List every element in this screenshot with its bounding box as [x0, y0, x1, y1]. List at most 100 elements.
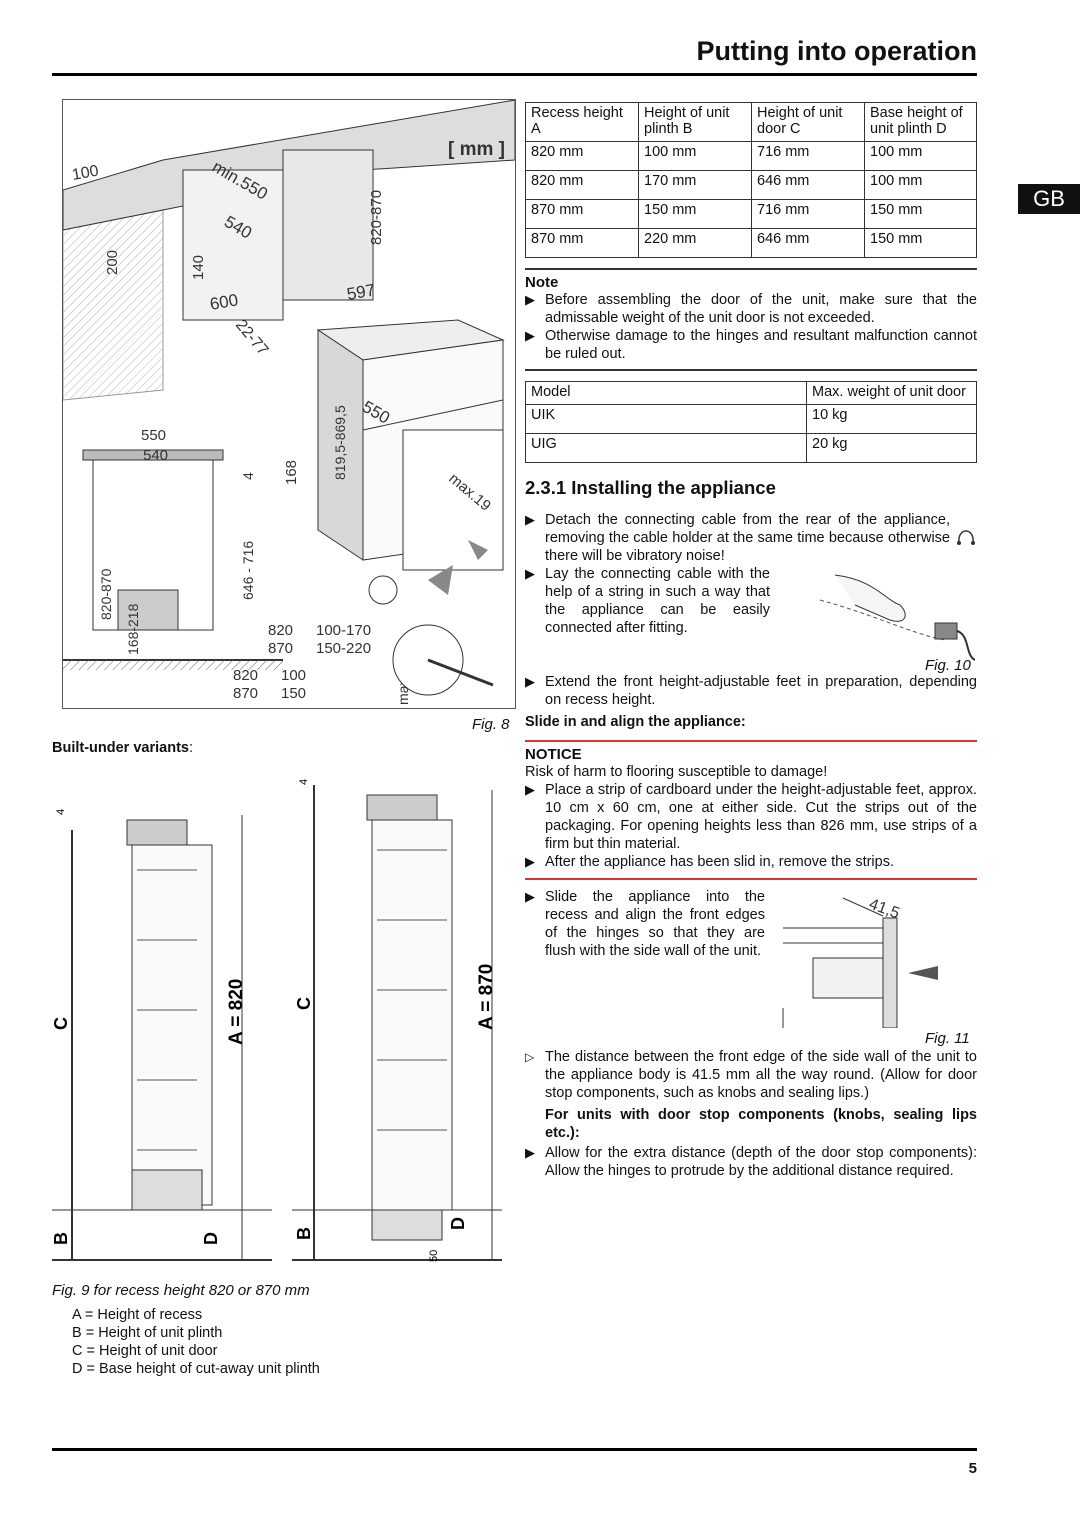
right-column: Recess height A Height of unit plinth B … [525, 102, 977, 1180]
table-row: 820 mm 100 mm 716 mm 100 mm [525, 141, 977, 171]
dim-540-lower: 540 [143, 447, 168, 464]
fig9-a820: A = 820 [226, 979, 247, 1045]
table-header-cell: Max. weight of unit door [806, 381, 977, 405]
install-steps: ▶Detach the connecting cable from the re… [525, 511, 977, 1180]
table-header-cell: Height of unit plinth B [638, 102, 752, 142]
dim-600: 600 [208, 290, 239, 314]
weight-table: Model Max. weight of unit door UIK 10 kg… [525, 381, 977, 463]
fig8-installation-drawing: 100 min.550 540 200 140 600 22-77 597 82… [62, 99, 516, 709]
dim-200: 200 [104, 250, 121, 275]
bullet-arrow-icon: ▶ [525, 674, 535, 689]
page-title: Putting into operation [696, 36, 977, 66]
table-cell: 820 mm [525, 170, 639, 200]
dim-168-218: 168-218 [125, 603, 141, 655]
step-lay-cable: ▶Lay the connecting cable with the help … [525, 566, 770, 636]
bullet-arrow-icon: ▶ [525, 292, 535, 307]
dim-140: 140 [190, 255, 207, 280]
note-item: ▶Before assembling the door of the unit,… [525, 292, 977, 326]
notice-title: NOTICE [525, 746, 582, 763]
table-header-cell: Base height of unit plinth D [864, 102, 977, 142]
fig9-label-c-right: C [294, 997, 314, 1010]
table-row: UIG 20 kg [525, 433, 977, 463]
table-cell: UIG [525, 433, 807, 463]
bullet-arrow-icon: ▶ [525, 854, 535, 869]
fig10-hand-cable-drawing [819, 574, 975, 661]
fig9-label-d-right: D [448, 1217, 468, 1230]
fig9-label-b-right: B [294, 1227, 314, 1240]
table-header-row: Recess height A Height of unit plinth B … [525, 102, 977, 142]
step-detach-cable: ▶Detach the connecting cable from the re… [525, 512, 950, 564]
unit-label: [ mm ] [448, 139, 505, 160]
fig9-legend: A = Height of recess B = Height of unit … [72, 1306, 320, 1378]
table-cell: 716 mm [751, 199, 865, 229]
fig9-label-d-left: D [201, 1232, 221, 1245]
table-row: UIK 10 kg [525, 404, 977, 434]
dim-22-77: 22-77 [232, 317, 271, 359]
table-row: 870 mm 220 mm 646 mm 150 mm [525, 228, 977, 258]
result-arrow-icon: ▷ [525, 1050, 535, 1064]
dim-550: 550 [141, 427, 166, 444]
bullet-arrow-icon: ▶ [525, 782, 535, 797]
notice-item: ▶Place a strip of cardboard under the he… [525, 782, 977, 852]
step-allow-distance: ▶Allow for the extra distance (depth of … [525, 1145, 977, 1179]
table-header-cell: Height of unit door C [751, 102, 865, 142]
dim-819-869: 819,5-869,5 [332, 405, 348, 480]
step-lay-cable-row: ▶Lay the connecting cable with the help … [525, 565, 977, 674]
fig9-dim50: 50 [428, 1250, 440, 1262]
fig9-label-c-left: C [52, 1017, 71, 1030]
dim-820a: 820 [268, 622, 293, 639]
legend-c: C = Height of unit door [72, 1343, 218, 1359]
table-cell: 150 mm [864, 228, 977, 258]
fig9-builtunder-drawing: C A = 820 B D 4 C A = 870 B D 50 4 [52, 770, 502, 1280]
bullet-arrow-icon: ▶ [525, 566, 535, 581]
table-cell: 100 mm [864, 170, 977, 200]
table-cell: 870 mm [525, 228, 639, 258]
fig11-label: Fig. 11 [925, 1030, 970, 1047]
dim-150-220: 150-220 [316, 640, 371, 657]
dim-820b: 820 [233, 667, 258, 684]
table-cell: 150 mm [864, 199, 977, 229]
dim-820-870-lower: 820-870 [98, 568, 114, 620]
dim-168: 168 [283, 460, 300, 485]
notice-rule-top [525, 740, 977, 742]
legend-a: A = Height of recess [72, 1307, 203, 1323]
table-header-row: Model Max. weight of unit door [525, 381, 977, 405]
dim-870b: 870 [233, 685, 258, 702]
bullet-arrow-icon: ▶ [525, 328, 535, 343]
step-extend-feet: ▶Extend the front height-adjustable feet… [525, 674, 977, 708]
header-rule [52, 73, 977, 76]
fig8-label: Fig. 8 [472, 716, 510, 733]
dim-870a: 870 [268, 640, 293, 657]
footer-rule [52, 1448, 977, 1451]
page-number: 5 [968, 1460, 977, 1477]
fig10-label: Fig. 10 [925, 657, 971, 674]
dim-100b: 100 [281, 667, 306, 684]
fig9-label-b-left: B [52, 1232, 71, 1245]
note-rule-top [525, 268, 977, 270]
cable-plug-icon [957, 530, 975, 545]
table-row: 870 mm 150 mm 716 mm 150 mm [525, 199, 977, 229]
fig11-hinge-drawing: 41,5 [782, 896, 938, 1028]
table-cell: 170 mm [638, 170, 752, 200]
table-cell: UIK [525, 404, 807, 434]
table-cell: 20 kg [806, 433, 977, 463]
section-heading: 2.3.1 Installing the appliance [525, 477, 776, 498]
builtunder-text: Built-under variants [52, 740, 189, 756]
language-tab: GB [1018, 184, 1080, 214]
table-cell: 820 mm [525, 141, 639, 171]
table-cell: 870 mm [525, 199, 639, 229]
result-text: ▷The distance between the front edge of … [525, 1049, 977, 1101]
table-header-cell: Recess height A [525, 102, 639, 142]
dim-100-170: 100-170 [316, 622, 371, 639]
fig9-dim4-left: 4 [55, 809, 67, 815]
note-title: Note [525, 274, 559, 291]
slide-heading: Slide in and align the appliance: [525, 714, 746, 730]
table-cell: 150 mm [638, 199, 752, 229]
door-stop-heading: For units with door stop components (kno… [545, 1107, 977, 1141]
dim-820-870: 820-870 [368, 190, 385, 245]
dim-646-716: 646 - 716 [240, 541, 256, 600]
table-cell: 10 kg [806, 404, 977, 434]
dim-4: 4 [240, 472, 256, 480]
step-slide-align: ▶Slide the appliance into the recess and… [525, 889, 765, 959]
table-cell: 100 mm [864, 141, 977, 171]
